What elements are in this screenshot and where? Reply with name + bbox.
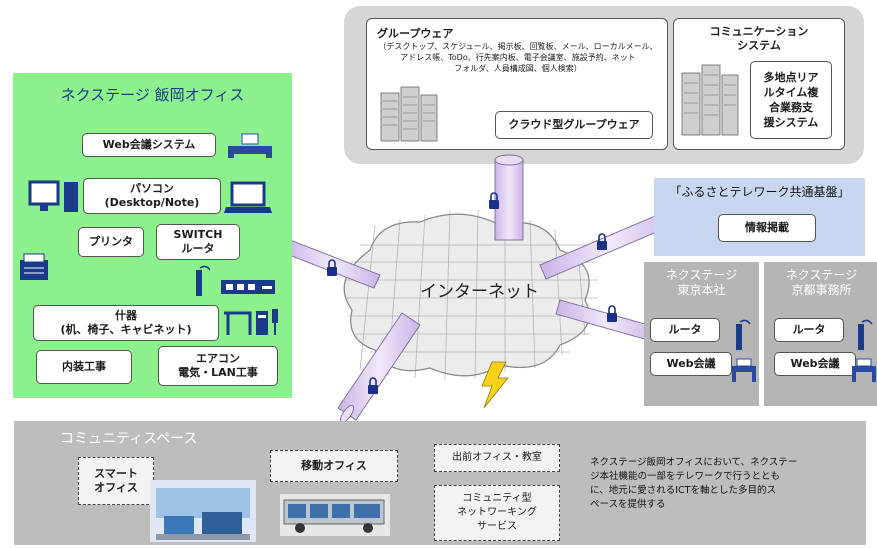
switch-router-label: SWITCH ルータ bbox=[156, 224, 240, 260]
meeting-room-icon bbox=[228, 133, 272, 158]
groupware-title: グループウェア bbox=[377, 27, 454, 40]
kyoto-web-meeting-label: Web会議 bbox=[774, 352, 856, 376]
community-space-title: コミュニティスペース bbox=[60, 431, 198, 447]
kyoto-office-title: ネクステージ 京都事務所 bbox=[785, 268, 858, 297]
server-icon bbox=[681, 64, 739, 136]
server-icon bbox=[380, 86, 438, 142]
tokyo-office-title: ネクステージ 東京本社 bbox=[665, 268, 738, 297]
community-description: ネクステージ飯岡オフィスにおいて、ネクステー ジ本社機能の一部をテレワークで行う… bbox=[590, 457, 798, 510]
desk-chair-icon bbox=[224, 309, 278, 335]
meeting-room-icon bbox=[732, 358, 756, 382]
groupware-description: （デスクトップ、スケジュール、掲示板、回覧板、メール、ローカルメール、 アドレス… bbox=[378, 42, 658, 73]
mobile-office-label: 移動オフィス bbox=[270, 450, 398, 482]
lock-icon bbox=[327, 192, 617, 394]
furniture-label: 什器 (机、椅子、キャビネット) bbox=[33, 305, 219, 341]
communication-title: コミュニケーション システム bbox=[709, 25, 809, 52]
switch-hub-icon bbox=[221, 280, 275, 294]
tokyo-web-meeting-label: Web会議 bbox=[650, 352, 732, 376]
multipoint-system-label: 多地点リア ルタイム複 合業務支 援システム bbox=[750, 61, 832, 139]
printer-icon bbox=[20, 253, 48, 280]
meeting-room-icon bbox=[852, 358, 876, 382]
laptop-icon bbox=[224, 181, 272, 213]
communication-panel: コミュニケーション システム 多地点リア ルタイム複 合業務支 援システム bbox=[673, 18, 845, 150]
web-meeting-system-label: Web会議システム bbox=[82, 133, 216, 157]
groupware-panel: グループウェア （デスクトップ、スケジュール、掲示板、回覧板、メール、ローカルメ… bbox=[366, 18, 668, 150]
furusato-title: 「ふるさとテレワーク共通基盤」 bbox=[669, 185, 850, 199]
router-icon bbox=[736, 319, 751, 350]
interior-work-label: 内装工事 bbox=[36, 350, 132, 384]
cloud-groupware-label: クラウド型グループウェア bbox=[495, 111, 653, 139]
router-icon bbox=[858, 319, 873, 350]
desktop-computer-icon bbox=[28, 180, 78, 212]
info-posting-label: 情報掲載 bbox=[718, 214, 816, 242]
pc-label: パソコン (Desktop/Note) bbox=[83, 178, 221, 214]
tokyo-router-label: ルータ bbox=[650, 318, 720, 342]
kyoto-router-label: ルータ bbox=[774, 318, 844, 342]
router-icon bbox=[196, 265, 210, 296]
iioka-office-title: ネクステージ 飯岡オフィス bbox=[60, 86, 245, 104]
branch-office-label: 出前オフィス・教室 bbox=[434, 444, 560, 472]
printer-label: プリンタ bbox=[78, 227, 144, 257]
internet-label: インターネット bbox=[420, 282, 539, 302]
tokyo-office-panel: ネクステージ 東京本社 ルータ Web会議 bbox=[644, 262, 759, 406]
kyoto-office-panel: ネクステージ 京都事務所 ルータ Web会議 bbox=[764, 262, 877, 406]
networking-service-label: コミュニティ型 ネットワーキング サービス bbox=[434, 485, 560, 541]
mobile-office-photo bbox=[280, 494, 390, 536]
iioka-office-panel bbox=[13, 73, 292, 398]
wireless-lightning-icon bbox=[481, 361, 509, 409]
smart-office-photo bbox=[150, 480, 256, 542]
smart-office-label: スマート オフィス bbox=[78, 457, 154, 505]
aircon-electrical-label: エアコン 電気・LAN工事 bbox=[158, 346, 278, 386]
